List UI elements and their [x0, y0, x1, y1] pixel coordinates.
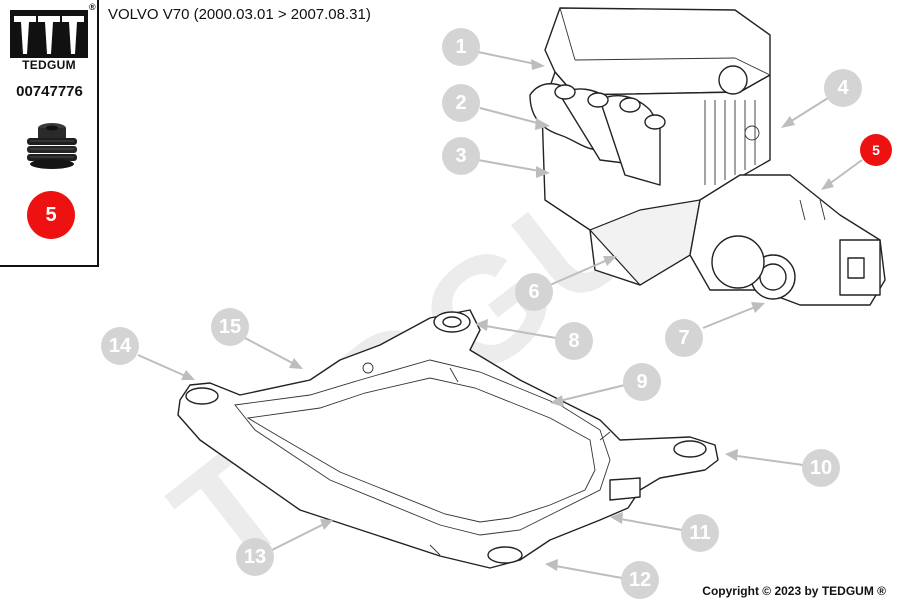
callout-14[interactable]: 14: [101, 327, 139, 365]
callout-11[interactable]: 11: [681, 514, 719, 552]
registered-mark: ®: [89, 2, 96, 12]
callout-label: 15: [219, 316, 241, 338]
callout-label: 10: [810, 457, 832, 479]
callout-label: 3: [455, 145, 466, 167]
callout-label: 8: [568, 330, 579, 352]
leader-lines: [137, 51, 863, 579]
callout-12[interactable]: 12: [621, 561, 659, 599]
callout-label: 14: [109, 335, 132, 357]
callout-label: 11: [689, 522, 710, 544]
callout-2[interactable]: 2: [442, 84, 480, 122]
vehicle-title: VOLVO V70 (2000.03.01 > 2007.08.31): [108, 6, 371, 23]
callout-6[interactable]: 6: [515, 273, 553, 311]
callout-label: 1: [455, 36, 466, 58]
part-number: 00747776: [16, 83, 83, 100]
callout-13[interactable]: 13: [236, 538, 274, 576]
part-info-panel: ® TEDGUM 00747776 5: [0, 0, 99, 267]
engine-assembly: [529, 7, 886, 306]
callout-label: 13: [244, 546, 266, 568]
callout-8[interactable]: 8: [555, 322, 593, 360]
subframe: [177, 309, 719, 569]
callout-4[interactable]: 4: [824, 69, 862, 107]
exploded-diagram: TEDGUM: [101, 7, 892, 600]
callout-9[interactable]: 9: [623, 363, 661, 401]
callout-label: 2: [455, 92, 466, 114]
callout-label: 12: [629, 569, 651, 591]
tedgum-logo: [10, 10, 88, 58]
bushing-product-image: [27, 123, 77, 169]
callout-10[interactable]: 10: [802, 449, 840, 487]
callout-label: 5: [872, 142, 880, 158]
brand-name: TEDGUM: [22, 58, 76, 72]
callout-5[interactable]: 5: [860, 134, 892, 166]
callout-label: 4: [837, 77, 849, 99]
callout-7[interactable]: 7: [665, 319, 703, 357]
callout-3[interactable]: 3: [442, 137, 480, 175]
position-badge: 5: [27, 191, 75, 239]
copyright-notice: Copyright © 2023 by TEDGUM ®: [702, 584, 886, 598]
callout-label: 9: [636, 371, 647, 393]
callout-label: 7: [678, 327, 689, 349]
callout-1[interactable]: 1: [442, 28, 480, 66]
callout-15[interactable]: 15: [211, 308, 249, 346]
callout-label: 6: [528, 281, 539, 303]
